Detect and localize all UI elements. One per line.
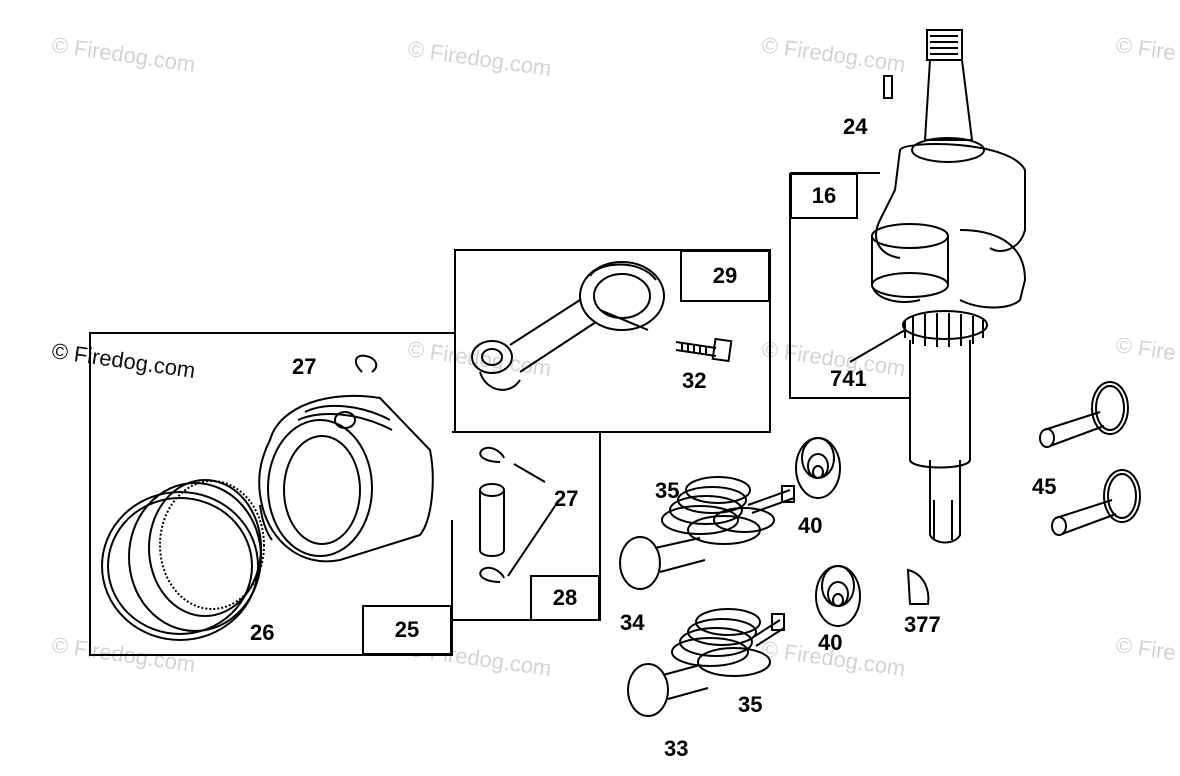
valve-tappet-upper	[1039, 381, 1129, 448]
crank-key	[883, 75, 893, 99]
valve-spring-upper	[661, 476, 795, 545]
part-callout: 27	[554, 486, 579, 511]
valve-lower	[627, 663, 709, 717]
rod-bolt	[675, 337, 733, 363]
part-callout: 33	[664, 736, 689, 761]
connecting-rod	[471, 261, 665, 391]
piston-rings	[101, 479, 265, 641]
half-moon-key	[906, 568, 930, 605]
part-callout: 24	[843, 114, 868, 139]
part-callout: 26	[250, 620, 275, 645]
wrist-pin	[479, 483, 505, 557]
part-number-box: 28	[530, 575, 600, 621]
retainer-clip	[354, 354, 378, 373]
group-25-frame	[89, 332, 455, 656]
valve-upper	[619, 536, 706, 590]
part-callout: 45	[1032, 474, 1057, 499]
part-callout: 32	[682, 368, 707, 393]
valve-spring-lower	[671, 608, 785, 677]
spring-retainer-lower	[815, 565, 861, 627]
part-callout: 40	[818, 630, 843, 655]
part-callout: 741	[830, 366, 867, 391]
wrist-pin-clip	[479, 446, 505, 463]
part-number-box: 25	[362, 605, 452, 655]
part-number-box: 29	[680, 250, 770, 302]
part-callout: 377	[904, 612, 941, 637]
part-callout: 34	[620, 610, 645, 635]
part-callout: 35	[738, 692, 763, 717]
group-29-frame	[454, 249, 771, 433]
part-callout: 27	[292, 354, 317, 379]
group-16-frame	[789, 173, 910, 399]
crankshaft	[871, 29, 1027, 544]
wrist-pin-clip	[479, 566, 505, 583]
part-number-box: 16	[790, 173, 858, 219]
spring-retainer-upper	[795, 437, 841, 499]
part-callout: 40	[798, 513, 823, 538]
part-callout: 35	[655, 478, 680, 503]
valve-tappet-lower	[1051, 469, 1141, 536]
piston	[258, 394, 434, 563]
